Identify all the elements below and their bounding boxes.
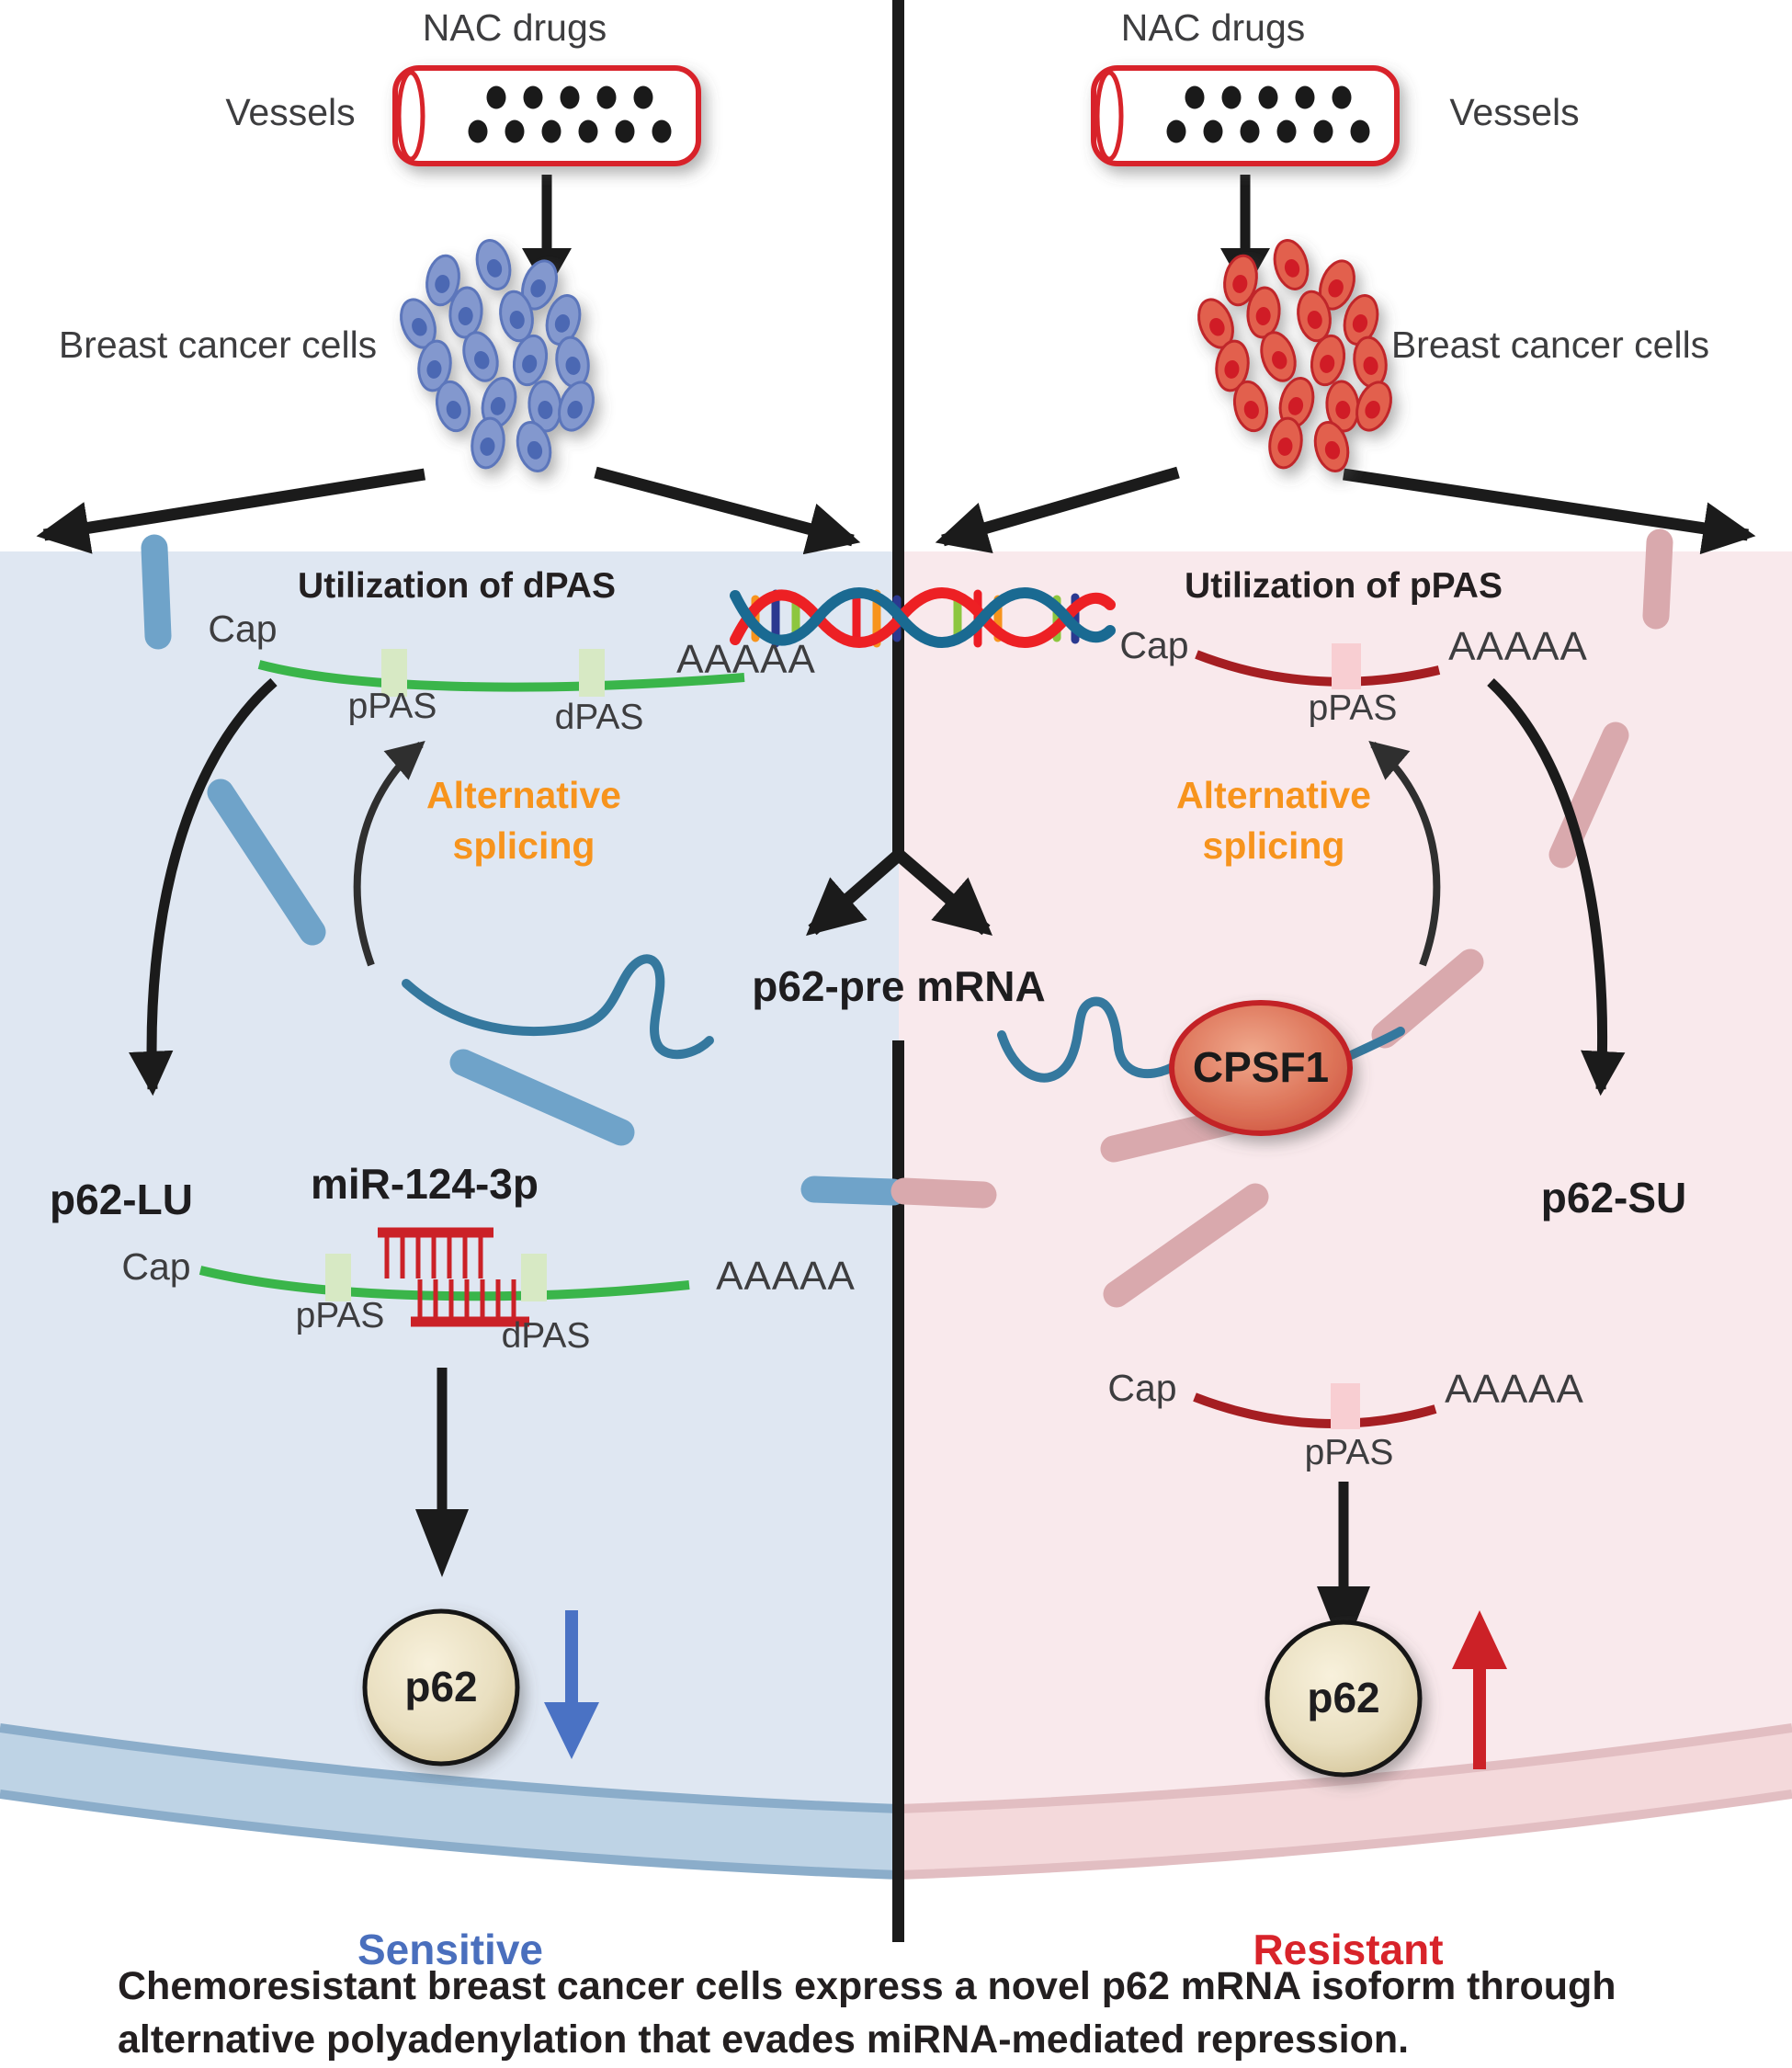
cap-label-left-top: Cap [208, 608, 278, 650]
dna-helix [730, 587, 1116, 648]
p62-level-up-arrow [1452, 1610, 1507, 1769]
vessels-label-left: Vessels [225, 91, 356, 133]
dpas-label-left-top: dPAS [554, 698, 644, 737]
breast-cancer-cells-sensitive [394, 236, 600, 475]
resistant-label: Resistant [1253, 1926, 1444, 1973]
alt-splicing-arrow-right [1368, 740, 1441, 967]
alt-splicing-right-line2: splicing [1202, 824, 1345, 868]
sensitive-label: Sensitive [357, 1926, 543, 1973]
cpsf1-label: CPSF1 [1192, 1043, 1330, 1091]
p62-protein-resistant [1265, 1619, 1423, 1778]
vessel-right [1091, 65, 1400, 166]
vessel-left [392, 65, 701, 166]
dpas-label-left-bottom: dPAS [501, 1316, 591, 1356]
ppas-label-right-bottom: pPAS [1304, 1433, 1394, 1472]
alt-splicing-label-left: Alternative splicing [426, 770, 621, 872]
p62-su-label: p62-SU [1540, 1174, 1687, 1221]
polya-label-left-bottom: AAAAA [716, 1254, 856, 1299]
alt-splicing-arrow-left [353, 740, 425, 967]
caption-line2: alternative polyadenylation that evades … [118, 2017, 1410, 2062]
pre-mrna-squiggle-right [997, 996, 1179, 1083]
polya-label-left-top: AAAAA [676, 637, 816, 682]
ppas-label-right-top: pPAS [1308, 688, 1398, 728]
panel-title-right: Utilization of pPAS [1185, 566, 1503, 606]
pre-mrna-squiggle-left [402, 954, 714, 1060]
polya-label-right-top: AAAAA [1448, 624, 1588, 669]
cap-label-right-top: Cap [1119, 624, 1189, 666]
vessels-label-right: Vessels [1449, 91, 1580, 133]
mir-124-3p-label: miR-124-3p [311, 1160, 539, 1208]
p62-label-right: p62 [1307, 1674, 1380, 1721]
p62-protein-sensitive [362, 1608, 520, 1767]
cap-label-left-bottom: Cap [121, 1245, 191, 1288]
nac-drugs-label-left: NAC drugs [422, 6, 607, 49]
cell-membrane-right [898, 1723, 1792, 1880]
nac-drugs-label-right: NAC drugs [1120, 6, 1306, 49]
breast-cancer-cells-label-left: Breast cancer cells [58, 324, 378, 366]
p62-level-down-arrow [544, 1610, 599, 1759]
alt-splicing-right-line1: Alternative [1176, 774, 1371, 816]
mrna-ppas-isoform-top [1195, 643, 1441, 689]
ppas-label-left-top: pPAS [347, 687, 437, 726]
mrna-dpas-isoform-mirna-bound [198, 1254, 690, 1301]
alt-splicing-left-line1: Alternative [426, 774, 621, 816]
drug-particles-left [468, 85, 672, 143]
p62-label-left: p62 [404, 1663, 478, 1710]
breast-cancer-cells-label-right: Breast cancer cells [1390, 324, 1710, 366]
p62-lu-label: p62-LU [50, 1176, 193, 1223]
pre-mrna-label: p62-pre mRNA [752, 962, 1046, 1010]
ppas-label-left-bottom: pPAS [295, 1296, 385, 1335]
mrna-dpas-isoform [257, 649, 745, 697]
cpsf1-protein [1169, 1000, 1353, 1136]
alt-splicing-left-line2: splicing [452, 824, 595, 868]
mrna-ppas-isoform-bottom [1193, 1383, 1437, 1429]
breast-cancer-cells-resistant [1192, 236, 1398, 475]
cap-label-right-bottom: Cap [1107, 1367, 1177, 1409]
mirna-dashes-blue [141, 534, 907, 1206]
drug-particles-right [1166, 85, 1370, 143]
panel-title-left: Utilization of dPAS [298, 566, 616, 606]
pre-mrna-squiggle-right-tail [1343, 1027, 1405, 1062]
cell-membrane-left [0, 1723, 900, 1880]
polya-label-right-bottom: AAAAA [1445, 1367, 1584, 1412]
mirna-duplex [378, 1227, 529, 1327]
alt-splicing-label-right: Alternative splicing [1176, 770, 1371, 872]
caption-line1: Chemoresistant breast cancer cells expre… [118, 1964, 1616, 2008]
